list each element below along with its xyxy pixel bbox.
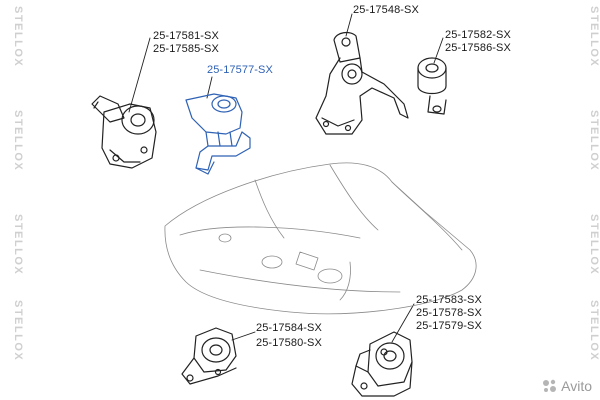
part-number-label: 25-17548-SX: [353, 4, 419, 16]
engine-mount-top-center: [315, 31, 409, 135]
avito-wordmark: Avito: [561, 378, 592, 395]
part-number-label: 25-17580-SX: [256, 337, 322, 349]
car-body-outline: [164, 162, 477, 315]
engine-mount-highlighted: [185, 93, 251, 175]
part-number-label: 25-17583-SX: [416, 294, 482, 306]
avito-dots-icon: [542, 379, 558, 396]
engine-mount-bottom-center: [181, 327, 237, 385]
part-number-label-highlighted: 25-17577-SX: [207, 64, 273, 76]
avito-logo: Avito: [542, 378, 592, 396]
part-number-label: 25-17585-SX: [153, 43, 219, 55]
part-number-label: 25-17579-SX: [416, 320, 482, 332]
part-number-label: 25-17586-SX: [445, 42, 511, 54]
engine-mount-upper-left: [91, 95, 157, 169]
part-number-label: 25-17581-SX: [153, 30, 219, 42]
bushing-top-right: [417, 57, 447, 115]
engine-mount-bottom-right: [351, 331, 413, 397]
part-number-label: 25-17582-SX: [445, 29, 511, 41]
leader-lines: [128, 13, 444, 343]
part-number-label: 25-17578-SX: [416, 307, 482, 319]
part-number-label: 25-17584-SX: [256, 322, 322, 334]
